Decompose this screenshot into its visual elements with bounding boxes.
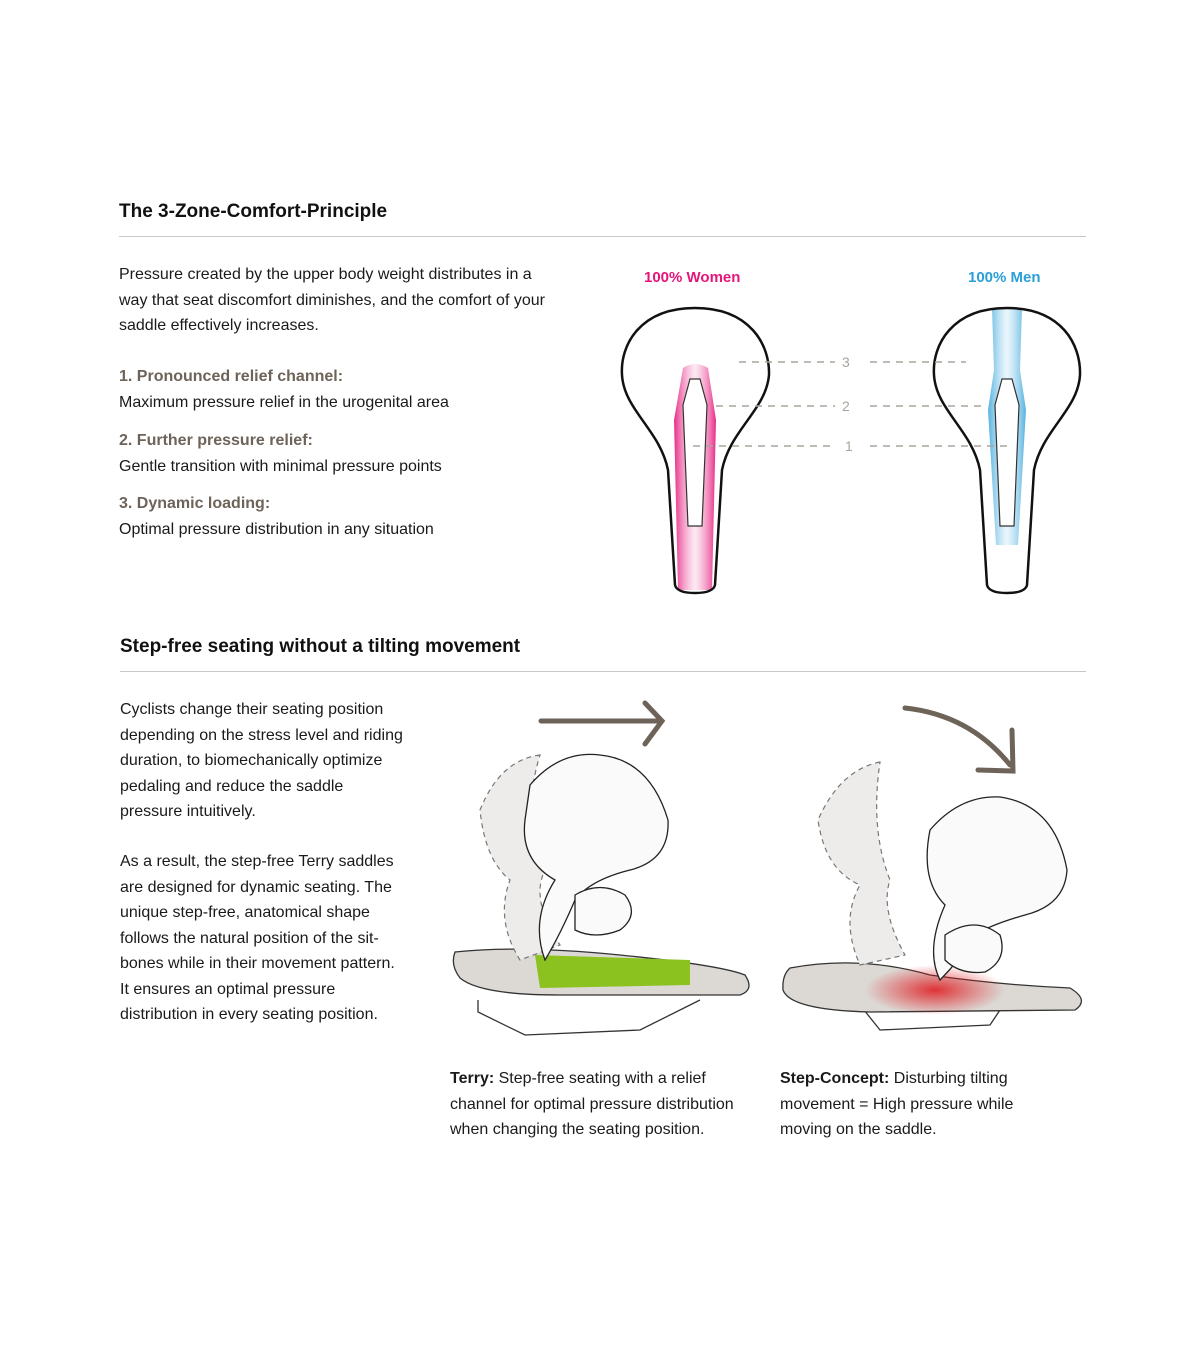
paragraph-1: Cyclists change their seating position d… xyxy=(120,697,403,825)
step-concept-illustration xyxy=(782,705,1082,1031)
women-label: 100% Women xyxy=(644,269,741,286)
caption-terry: Terry: Step-free seating with a relief c… xyxy=(450,1066,734,1143)
caption-step-concept: Step-Concept: Disturbing tilting movemen… xyxy=(780,1066,1013,1143)
zone-number-1: 1 xyxy=(845,438,853,454)
zone-text: Gentle transition with minimal pressure … xyxy=(119,457,442,475)
zone-lines xyxy=(693,361,1010,447)
zone-heading: 2. Further pressure relief: xyxy=(119,432,313,449)
zone-text: Maximum pressure relief in the urogenita… xyxy=(119,393,449,411)
text-line: Pressure created by the upper body weigh… xyxy=(119,266,532,283)
text-line: pressure intuitively. xyxy=(120,803,256,820)
text-line: when changing the seating position. xyxy=(450,1121,705,1138)
zone-item-1: 1. Pronounced relief channel: Maximum pr… xyxy=(119,364,449,415)
section-title-3-zone: The 3-Zone-Comfort-Principle xyxy=(119,201,388,222)
zone-item-3: 3. Dynamic loading: Optimal pressure dis… xyxy=(119,491,434,542)
section-title-step-free: Step-free seating without a tilting move… xyxy=(120,636,521,657)
divider xyxy=(119,236,1086,237)
zone-text: Optimal pressure distribution in any sit… xyxy=(119,520,434,538)
intro-paragraph: Pressure created by the upper body weigh… xyxy=(119,262,545,339)
terry-illustration xyxy=(452,700,750,1036)
arrow-right-icon xyxy=(538,700,666,747)
high-pressure-zone xyxy=(865,965,1005,1015)
women-saddle-outline xyxy=(620,306,771,595)
caption-bold: Step-Concept: xyxy=(780,1070,890,1087)
text-line: are designed for dynamic seating. The xyxy=(120,878,392,896)
zone-item-2: 2. Further pressure relief: Gentle trans… xyxy=(119,428,442,479)
arrow-down-right-icon xyxy=(902,705,1016,774)
caption-bold: Terry: xyxy=(450,1070,495,1087)
paragraph-2: As a result, the step-free Terry saddles… xyxy=(120,849,395,1028)
text-line: distribution in every seating position. xyxy=(120,1006,378,1023)
zone-heading: 1. Pronounced relief channel: xyxy=(119,368,344,385)
women-saddle-diagram xyxy=(620,306,771,595)
text-line: duration, to biomechanically optimize xyxy=(120,752,383,769)
text-line: bones while in their movement pattern. xyxy=(120,955,395,972)
text-line: moving on the saddle. xyxy=(780,1121,937,1138)
text-line: depending on the stress level and riding xyxy=(120,726,403,744)
zone-number-2: 2 xyxy=(842,398,850,414)
men-label: 100% Men xyxy=(968,269,1041,286)
text-line: way that seat discomfort diminishes, and… xyxy=(119,291,545,309)
text-line: saddle effectively increases. xyxy=(119,317,319,334)
text-line: channel for optimal pressure distributio… xyxy=(450,1095,734,1113)
text-line: pedaling and reduce the saddle xyxy=(120,777,344,795)
zone-number-3: 3 xyxy=(842,354,850,370)
divider xyxy=(120,671,1086,672)
text-line: It ensures an optimal pressure xyxy=(120,980,336,998)
text-line: Disturbing tilting xyxy=(889,1070,1008,1087)
men-relief-channel xyxy=(994,378,1020,527)
zone-heading: 3. Dynamic loading: xyxy=(119,495,271,512)
text-line: Cyclists change their seating position xyxy=(120,701,384,718)
text-line: Step-free seating with a relief xyxy=(494,1070,706,1087)
text-line: As a result, the step-free Terry saddles xyxy=(120,853,394,870)
men-saddle-diagram xyxy=(932,306,1082,595)
text-line: unique step-free, anatomical shape xyxy=(120,904,370,921)
men-saddle-outline xyxy=(932,306,1082,595)
text-line: movement = High pressure while xyxy=(780,1095,1014,1113)
women-relief-channel xyxy=(682,378,708,527)
text-line: follows the natural position of the sit- xyxy=(120,929,379,947)
